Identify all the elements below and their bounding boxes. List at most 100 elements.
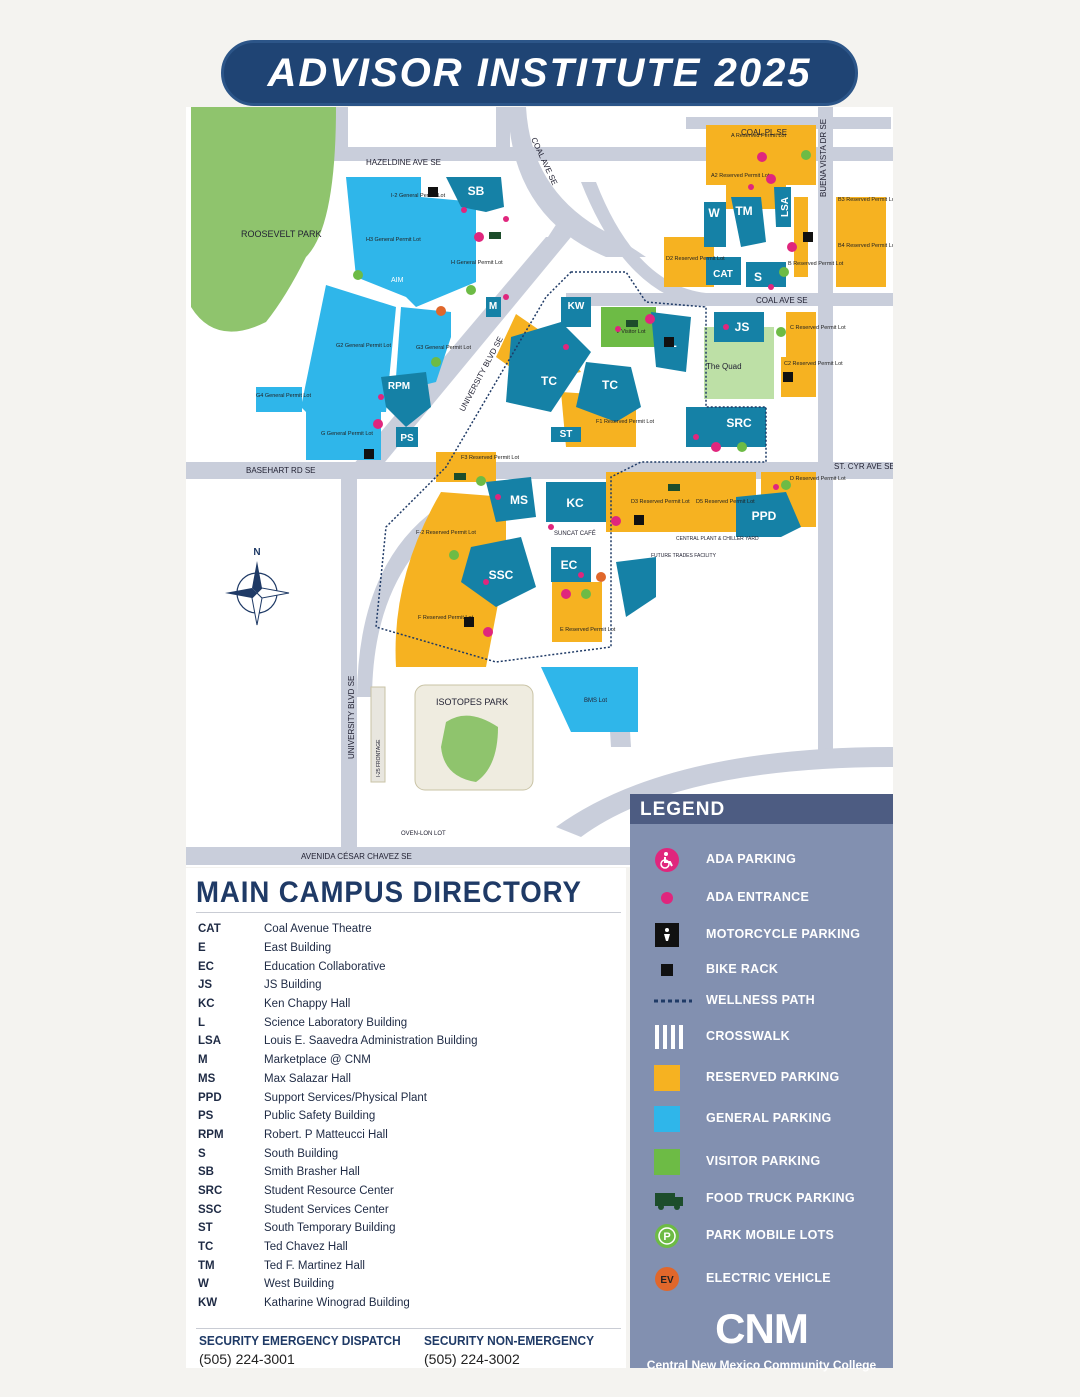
directory-title: MAIN CAMPUS DIRECTORY xyxy=(196,876,582,909)
dot-icon xyxy=(654,885,680,911)
security-divider xyxy=(196,1328,621,1329)
bldg-label-cat: CAT xyxy=(713,269,733,280)
legend-item-ada_parking: ADA PARKING xyxy=(630,844,893,874)
street-coal-ave: COAL AVE SE xyxy=(756,296,808,305)
directory-abbr: RPM xyxy=(198,1128,224,1141)
dotted-line-icon xyxy=(654,988,692,1014)
directory-name: Support Services/Physical Plant xyxy=(264,1091,427,1104)
wheelchair-icon xyxy=(654,847,680,873)
label-isotopes-park: ISOTOPES PARK xyxy=(436,697,508,707)
bldg-label-ec: EC xyxy=(561,558,578,572)
cnm-logo-text: CNM xyxy=(715,1305,809,1352)
directory-abbr: CAT xyxy=(198,923,221,936)
lot-d5: D5 Reserved Permit Lot xyxy=(696,499,755,505)
directory-abbr: LSA xyxy=(198,1035,221,1048)
directory-abbr: W xyxy=(198,1278,209,1291)
street-sky-view: I-25 FRONTAGE xyxy=(376,739,382,777)
directory-abbr: TM xyxy=(198,1259,215,1272)
lot-b: B Reserved Permit Lot xyxy=(788,261,844,267)
directory-name: Marketplace @ CNM xyxy=(264,1054,371,1067)
wellness-path xyxy=(375,271,767,663)
legend-item-label: RESERVED PARKING xyxy=(706,1070,840,1084)
campus-map[interactable]: SB M RPM PS KW TC TC ST L W TM LSA CAT S… xyxy=(186,107,893,867)
security-emergency-phone[interactable]: (505) 224-3001 xyxy=(199,1351,295,1367)
label-suncat-cafe: SUNCAT CAFÉ xyxy=(554,530,596,537)
directory-entry: ST South Temporary Building xyxy=(198,1219,618,1238)
bldg-label-src: SRC xyxy=(726,416,752,430)
lot-g4: G4 General Permit Lot xyxy=(256,393,311,399)
directory-abbr: EC xyxy=(198,960,214,973)
directory-name: Robert. P Matteucci Hall xyxy=(264,1128,388,1141)
legend-item-label: ADA ENTRANCE xyxy=(706,890,810,904)
bldg-label-rpm: RPM xyxy=(388,381,410,392)
legend-header: LEGEND xyxy=(630,794,893,824)
security-nonemergency-label: SECURITY NON-EMERGENCY xyxy=(424,1334,595,1348)
parkmobile-icon: P xyxy=(654,1223,680,1249)
directory-abbr: M xyxy=(198,1054,208,1067)
legend-item-label: ELECTRIC VEHICLE xyxy=(706,1271,831,1285)
legend-item-label: MOTORCYCLE PARKING xyxy=(706,927,861,941)
roosevelt-park-area xyxy=(191,107,336,332)
reserved-parking-areas xyxy=(395,125,886,667)
square-icon xyxy=(654,957,680,983)
directory-name: Science Laboratory Building xyxy=(264,1016,408,1029)
label-aim: AIM xyxy=(391,277,404,284)
directory-abbr: MS xyxy=(198,1072,216,1085)
directory-name: Max Salazar Hall xyxy=(264,1072,351,1085)
directory-name: Public Safety Building xyxy=(264,1110,376,1123)
lot-f3: F3 Reserved Permit Lot xyxy=(461,455,520,461)
directory-name: Ken Chappy Hall xyxy=(264,998,351,1011)
lot-g2: G2 General Permit Lot xyxy=(336,343,391,349)
bldg-label-ppd: PPD xyxy=(752,509,777,523)
legend-item-label: ADA PARKING xyxy=(706,852,797,866)
security-nonemergency-phone[interactable]: (505) 224-3002 xyxy=(424,1351,520,1367)
lot-d3: D3 Reserved Permit Lot xyxy=(631,499,690,505)
building-labels: SB M RPM PS KW TC TC ST L W TM LSA CAT S… xyxy=(388,184,791,582)
general-parking-areas xyxy=(256,177,638,732)
directory-abbr: S xyxy=(198,1147,206,1160)
lot-d: D Reserved Permit Lot xyxy=(790,476,846,482)
directory-name: South Temporary Building xyxy=(264,1222,396,1235)
bldg-label-ms: MS xyxy=(510,493,528,507)
directory-name: South Building xyxy=(264,1147,339,1160)
cnm-logo: CNM Central New Mexico Community College xyxy=(630,1305,893,1373)
label-oven-lot: OVEN-LON LOT xyxy=(401,831,446,837)
directory-abbr: ST xyxy=(198,1222,213,1235)
svg-text:EV: EV xyxy=(660,1275,674,1286)
lot-h3: H3 General Permit Lot xyxy=(366,237,421,243)
street-university: UNIVERSITY BLVD SE xyxy=(347,676,356,759)
legend-item-label: VISITOR PARKING xyxy=(706,1154,821,1168)
legend-item-crosswalk: CROSSWALK xyxy=(630,1021,893,1051)
label-future-trades: FUTURE TRADES FACILITY xyxy=(651,553,717,559)
lot-labels: A Reserved Permit Lot A2 Reserved Permit… xyxy=(256,133,893,633)
legend-swatch xyxy=(654,1065,680,1091)
ballfield-area xyxy=(441,715,498,782)
lot-f: F Reserved Permit Lot xyxy=(418,615,473,621)
directory-name: Smith Brasher Hall xyxy=(264,1166,360,1179)
bldg-label-tm: TM xyxy=(735,204,752,218)
directory-abbr: SB xyxy=(198,1166,214,1179)
lot-c2: C2 Reserved Permit Lot xyxy=(784,361,843,367)
bldg-label-s: S xyxy=(754,270,762,284)
label-roosevelt-park: ROOSEVELT PARK xyxy=(241,229,322,239)
legend-item-visitor: VISITOR PARKING xyxy=(630,1146,893,1176)
legend-item-wellness: WELLNESS PATH xyxy=(630,985,893,1015)
bldg-label-kc: KC xyxy=(566,496,584,510)
lot-v: V Visitor Lot xyxy=(616,329,646,335)
legend-item-label: CROSSWALK xyxy=(706,1029,790,1043)
security-nonemergency: SECURITY NON-EMERGENCY (505) 224-3002 xyxy=(424,1334,603,1367)
map-legend: LEGEND ADA PARKING ADA ENTRANCE MOTORCYCLE… xyxy=(630,794,893,1372)
directory-abbr: KW xyxy=(198,1297,218,1310)
legend-item-label: WELLNESS PATH xyxy=(706,993,815,1007)
svg-text:P: P xyxy=(663,1231,670,1243)
